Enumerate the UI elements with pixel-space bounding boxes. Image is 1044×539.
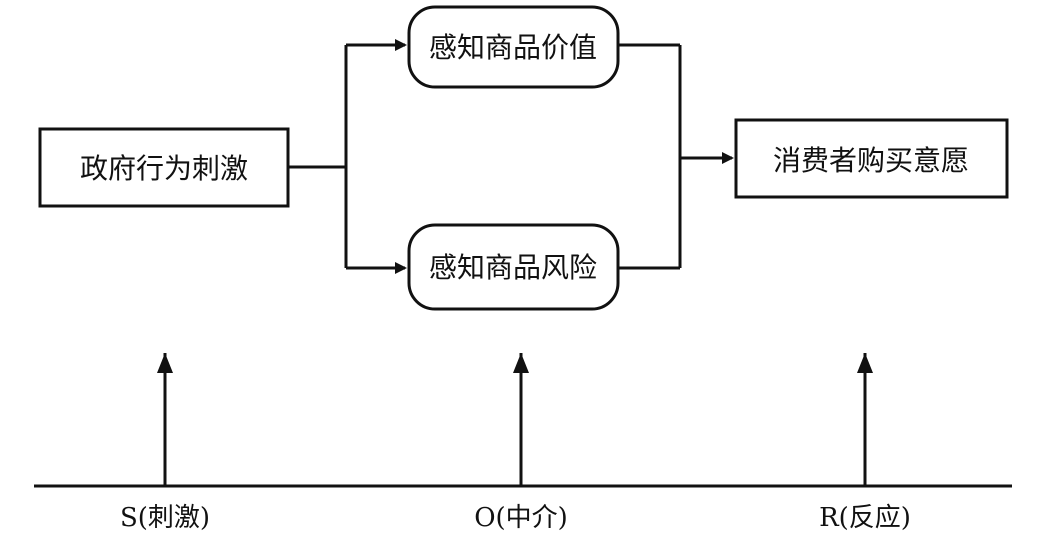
connector-stimulus-branch [288, 39, 407, 274]
o-label: O(中介) [474, 503, 568, 533]
node-stimulus: 政府行为刺激 [38, 127, 290, 208]
node-value-label: 感知商品价值 [429, 31, 597, 64]
node-risk-label: 感知商品风险 [429, 251, 597, 284]
node-risk: 感知商品风险 [407, 223, 620, 311]
s-label: S(刺激) [120, 503, 210, 533]
node-intention-label: 消费者购买意愿 [773, 144, 969, 177]
connector-merge [618, 43, 734, 270]
node-value: 感知商品价值 [407, 5, 620, 89]
node-intention: 消费者购买意愿 [734, 118, 1009, 199]
r-label: R(反应) [819, 503, 911, 533]
node-stimulus-label: 政府行为刺激 [80, 152, 248, 185]
